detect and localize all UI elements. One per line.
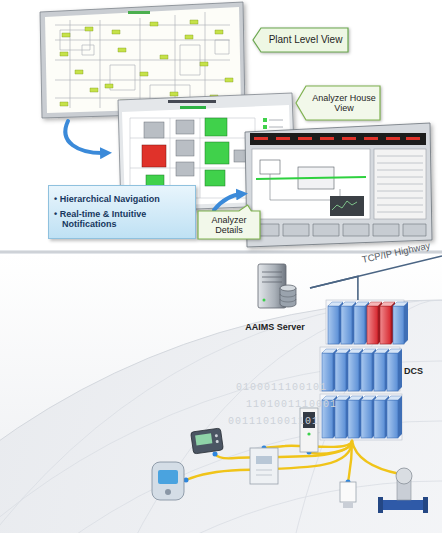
field-cable xyxy=(215,441,352,458)
view-callout: Plant Level View xyxy=(253,28,348,52)
controller-module xyxy=(300,408,318,452)
globe-background xyxy=(0,254,442,533)
analyzer-details-screenshot xyxy=(245,123,432,247)
flowmeter-device xyxy=(396,468,412,484)
handheld-device xyxy=(215,440,218,443)
server-icon xyxy=(280,294,296,302)
analyzer-device xyxy=(152,462,184,500)
globe-background xyxy=(0,300,442,533)
server-icon xyxy=(263,299,266,302)
analyzer-details-screenshot xyxy=(330,196,364,216)
node-text: Analyzer House View xyxy=(308,93,380,114)
field-cable xyxy=(352,441,400,474)
transmitter-box xyxy=(256,470,272,475)
analyzer-device xyxy=(158,470,178,484)
binary-watermark: 0100011100101 xyxy=(236,382,327,393)
flowmeter-device xyxy=(380,500,426,510)
controller-module xyxy=(307,432,310,435)
analyzer-details-screenshot xyxy=(260,160,280,174)
analyzer-details-screenshot xyxy=(256,177,366,179)
handheld-device xyxy=(191,428,224,454)
transmitter-box xyxy=(250,448,278,484)
analyzer-details-screenshot xyxy=(254,137,420,140)
dcs-node: DCS xyxy=(318,300,423,442)
analyzer-house-screenshot xyxy=(168,100,216,103)
server-node: AAIMS Server xyxy=(240,262,310,332)
analyzer-house-screenshot xyxy=(205,142,229,164)
analyzer-details-screenshot xyxy=(332,201,357,210)
node-text: AAIMS Server xyxy=(245,322,305,332)
sensor-device xyxy=(340,482,356,502)
analyzer-details-screenshot xyxy=(374,149,426,219)
analyzer-device xyxy=(165,489,171,495)
analyzer-house-screenshot xyxy=(205,118,227,136)
globe-background xyxy=(20,300,442,533)
transmitter-box xyxy=(256,456,272,464)
analyzer-house-screenshot xyxy=(142,145,166,167)
plant-view-screenshot xyxy=(60,20,233,106)
navigation-arrow xyxy=(65,121,106,153)
analyzer-details-screenshot xyxy=(377,156,423,212)
dcs-cabinet xyxy=(326,300,404,344)
plant-view-screenshot xyxy=(55,12,230,108)
analyzer-details-screenshot xyxy=(252,149,370,219)
analyzer-house-screenshot xyxy=(176,162,194,176)
field-cable xyxy=(348,441,352,482)
analyzer-house-screenshot xyxy=(144,122,164,138)
node-text: • Hierarchical Navigation xyxy=(54,194,190,204)
handheld-device xyxy=(215,434,218,437)
plant-view-screenshot xyxy=(128,11,150,14)
analyzer-details-screenshot xyxy=(253,224,426,236)
dcs-cabinet xyxy=(387,396,402,438)
callout-shape xyxy=(198,205,260,239)
analyzer-house-screenshot xyxy=(205,170,225,186)
handheld-device xyxy=(195,433,212,445)
connection-dot xyxy=(213,452,218,457)
binary-watermark: 1101001110001 xyxy=(246,399,337,410)
globe-background xyxy=(0,481,442,533)
view-callout: Analyzer House View xyxy=(296,86,380,120)
analyzer-house-screenshot xyxy=(176,120,194,134)
node-text: Plant Level View xyxy=(269,34,343,46)
analyzer-details-screenshot xyxy=(250,133,426,145)
transmitter-box xyxy=(250,448,278,484)
analyzer-device xyxy=(152,462,184,500)
server-icon xyxy=(258,264,296,308)
flowmeter-device xyxy=(378,497,383,513)
dcs-cabinet xyxy=(387,349,402,391)
callout-shape xyxy=(296,86,380,120)
binary-watermark: 0011101001101 xyxy=(228,416,319,427)
flowmeter-device xyxy=(378,468,428,513)
sensor-device xyxy=(343,502,353,508)
analyzer-house-screenshot xyxy=(180,106,206,109)
flowmeter-device xyxy=(423,497,428,513)
connection-dot xyxy=(184,446,403,485)
server-icon xyxy=(262,272,282,282)
dcs-cabinet xyxy=(393,302,408,344)
view-callout: Analyzer Details xyxy=(198,205,260,239)
analyzer-details-screenshot xyxy=(245,123,432,247)
navigation-arrow xyxy=(214,194,242,210)
controller-module xyxy=(300,408,318,452)
handheld-device xyxy=(191,428,224,454)
node-text: • Real-time & Intuitive Notifications xyxy=(54,209,190,230)
sensor-device xyxy=(340,482,356,508)
globe-background xyxy=(0,300,442,533)
node-text: DCS xyxy=(404,366,423,376)
analyzer-house-screenshot xyxy=(176,140,194,156)
node-text: Analyzer Details xyxy=(198,215,260,236)
globe-background xyxy=(0,300,442,533)
dcs-cabinet xyxy=(320,300,408,440)
analyzer-details-screenshot xyxy=(270,174,340,205)
callout-shape xyxy=(253,28,348,52)
network-connector xyxy=(310,276,358,300)
feature-box: • Hierarchical Navigation • Real-time & I… xyxy=(48,185,196,239)
server-icon xyxy=(280,285,296,291)
